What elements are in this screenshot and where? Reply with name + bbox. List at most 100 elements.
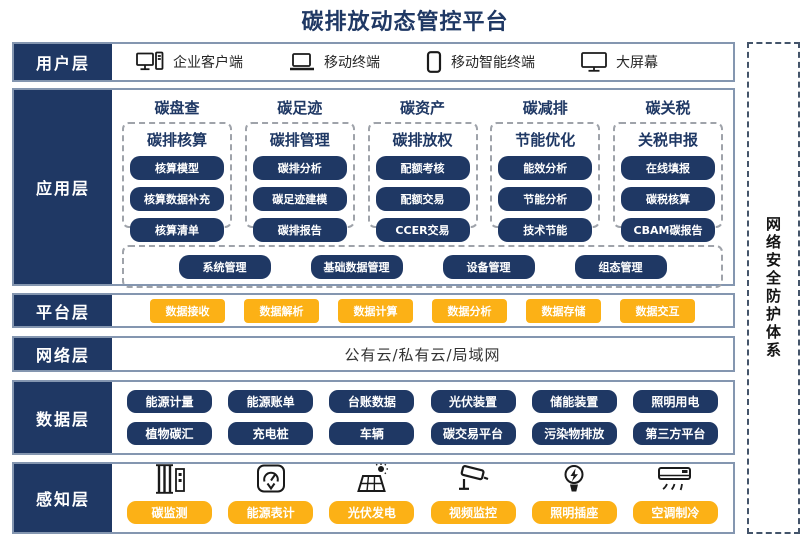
data-source: 光伏装置 xyxy=(430,390,516,413)
sense-item-carbon-monitor: 碳监测 xyxy=(127,464,212,532)
large-screen-icon xyxy=(581,51,607,73)
app-column-box: 碳排放权 配额考核 配额交易 CCER交易 xyxy=(367,122,478,242)
smartphone-icon xyxy=(426,51,442,73)
layer-label-sense: 感知层 xyxy=(14,464,112,532)
sense-label: 空调制冷 xyxy=(632,501,718,524)
data-source: 能源账单 xyxy=(228,390,314,413)
app-common-module: 系统管理 xyxy=(178,254,271,279)
data-source: 照明用电 xyxy=(632,390,718,413)
app-module: CCER交易 xyxy=(375,218,470,242)
app-column-carbon-inventory: 碳盘查 碳排核算 核算模型 核算数据补充 核算清单 xyxy=(122,96,232,242)
app-column-box: 碳排管理 碳排分析 碳足迹建模 碳排报告 xyxy=(244,122,355,242)
data-source: 植物碳汇 xyxy=(127,422,212,445)
user-item-mobile-terminal: 移动终端 xyxy=(289,52,380,72)
layer-label-data: 数据层 xyxy=(14,382,112,453)
app-module: 核算清单 xyxy=(130,218,224,242)
app-module: 碳足迹建模 xyxy=(252,187,347,211)
video-surveillance-icon xyxy=(454,463,492,495)
sense-item-lighting-socket: 照明插座 xyxy=(531,463,617,532)
platform-module: 数据解析 xyxy=(244,298,319,323)
app-column-carbon-tariff: 碳关税 关税申报 在线填报 碳税核算 CBAM碳报告 xyxy=(613,96,723,242)
data-source: 第三方平台 xyxy=(632,422,718,445)
app-column-header: 碳关税 xyxy=(645,99,691,117)
app-module: 碳排分析 xyxy=(252,156,347,180)
page-title: 碳排放动态管控平台 xyxy=(301,10,509,35)
layer-data: 数据层 能源计量 能源账单 台账数据 光伏装置 储能装置 照明用电 植物碳汇 充… xyxy=(12,380,735,455)
layer-label-platform: 平台层 xyxy=(14,295,112,326)
user-item-label: 移动终端 xyxy=(324,55,380,71)
app-column-subtitle: 碳排管理 xyxy=(269,131,330,149)
sense-label: 照明插座 xyxy=(531,501,617,524)
data-source: 污染物排放 xyxy=(531,422,617,445)
layer-label-network: 网络层 xyxy=(14,338,112,370)
platform-module: 数据计算 xyxy=(338,298,413,323)
sense-item-solar-power: 光伏发电 xyxy=(329,463,415,532)
user-item-big-screen: 大屏幕 xyxy=(581,51,658,73)
layer-network: 网络层 公有云/私有云/局域网 xyxy=(12,336,735,372)
user-item-label: 大屏幕 xyxy=(616,55,658,71)
app-module: 在线填报 xyxy=(621,156,715,180)
platform-module: 数据交互 xyxy=(620,298,695,323)
app-module: 能效分析 xyxy=(498,156,593,180)
carbon-monitor-icon xyxy=(152,463,188,495)
app-module: 配额交易 xyxy=(375,187,470,211)
user-item-label: 企业客户端 xyxy=(173,55,243,71)
app-common-modules-box: 系统管理 基础数据管理 设备管理 组态管理 xyxy=(122,245,723,288)
app-common-module: 组态管理 xyxy=(574,254,667,279)
user-layer-content: 企业客户端 移动终端 移动智能终端 xyxy=(112,44,733,80)
app-module: 核算数据补充 xyxy=(130,187,224,211)
app-common-module: 设备管理 xyxy=(442,254,535,279)
application-layer-content: 碳盘查 碳排核算 核算模型 核算数据补充 核算清单 碳足迹 碳排管理 碳排分析 … xyxy=(112,90,733,288)
laptop-icon xyxy=(289,52,315,72)
sense-item-air-conditioning: 空调制冷 xyxy=(632,463,718,532)
app-module: 技术节能 xyxy=(498,218,593,242)
air-conditioning-icon xyxy=(656,463,694,495)
sense-label: 能源表计 xyxy=(228,501,314,524)
app-module: 核算模型 xyxy=(130,156,224,180)
app-module: 配额考核 xyxy=(375,156,470,180)
sense-item-energy-meter: 能源表计 xyxy=(228,463,314,532)
layer-application: 应用层 碳盘查 碳排核算 核算模型 核算数据补充 核算清单 碳足迹 碳排管理 碳… xyxy=(12,88,735,288)
platform-module: 数据接收 xyxy=(150,298,225,323)
app-column-subtitle: 节能优化 xyxy=(515,131,576,149)
desktop-pc-icon xyxy=(136,51,164,73)
data-source: 台账数据 xyxy=(329,390,415,413)
network-text: 公有云/私有云/局域网 xyxy=(344,345,501,364)
application-columns: 碳盘查 碳排核算 核算模型 核算数据补充 核算清单 碳足迹 碳排管理 碳排分析 … xyxy=(122,96,723,242)
app-column-box: 关税申报 在线填报 碳税核算 CBAM碳报告 xyxy=(613,122,723,242)
energy-meter-icon xyxy=(254,463,288,495)
network-layer-content: 公有云/私有云/局域网 xyxy=(112,338,733,370)
layer-label-user: 用户层 xyxy=(14,44,112,80)
app-module: CBAM碳报告 xyxy=(621,218,715,242)
platform-module: 数据分析 xyxy=(432,298,507,323)
sense-layer-content: 碳监测 能源表计 xyxy=(112,463,733,532)
data-source: 能源计量 xyxy=(127,390,212,413)
app-column-header: 碳足迹 xyxy=(277,99,323,117)
user-item-label: 移动智能终端 xyxy=(451,55,535,71)
app-column-subtitle: 关税申报 xyxy=(637,131,698,149)
app-column-header: 碳资产 xyxy=(399,99,445,117)
user-item-smart-mobile: 移动智能终端 xyxy=(426,51,535,73)
app-common-module: 基础数据管理 xyxy=(310,254,403,279)
app-column-box: 碳排核算 核算模型 核算数据补充 核算清单 xyxy=(122,122,232,242)
layer-sense: 感知层 碳监测 xyxy=(12,462,735,534)
app-column-carbon-asset: 碳资产 碳排放权 配额考核 配额交易 CCER交易 xyxy=(367,96,478,242)
layer-label-application: 应用层 xyxy=(14,90,112,284)
app-module: 碳税核算 xyxy=(621,187,715,211)
lighting-socket-icon xyxy=(559,463,589,495)
app-column-subtitle: 碳排核算 xyxy=(146,131,207,149)
data-source: 车辆 xyxy=(329,422,415,445)
data-source: 碳交易平台 xyxy=(430,422,516,445)
layer-user: 用户层 企业客户端 移动终端 xyxy=(12,42,735,82)
data-source: 储能装置 xyxy=(531,390,617,413)
solar-power-icon xyxy=(353,463,391,495)
app-column-box: 节能优化 能效分析 节能分析 技术节能 xyxy=(490,122,601,242)
data-source-row: 植物碳汇 充电桩 车辆 碳交易平台 污染物排放 第三方平台 xyxy=(127,422,718,445)
platform-layer-content: 数据接收 数据解析 数据计算 数据分析 数据存储 数据交互 xyxy=(112,295,733,326)
sense-item-video-surveillance: 视频监控 xyxy=(430,463,516,532)
sense-label: 光伏发电 xyxy=(329,501,415,524)
app-column-header: 碳减排 xyxy=(522,99,568,117)
app-module: 碳排报告 xyxy=(252,218,347,242)
app-column-carbon-footprint: 碳足迹 碳排管理 碳排分析 碳足迹建模 碳排报告 xyxy=(244,96,355,242)
sense-label: 视频监控 xyxy=(430,501,516,524)
